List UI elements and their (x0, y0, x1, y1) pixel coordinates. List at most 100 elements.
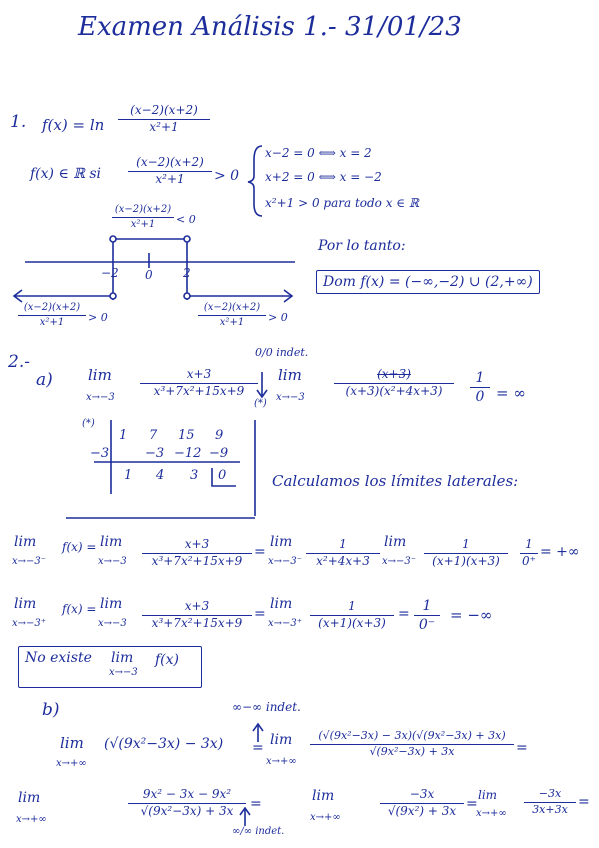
lim-b3: lim (18, 790, 41, 806)
fraction-denominator: √(9x²−3x) + 3x (140, 803, 234, 818)
lim-b4: lim (312, 788, 335, 804)
ruffini-root: −3 (90, 446, 110, 461)
lim-b3-sub: x→+∞ (16, 814, 47, 825)
lim-right-3: lim (270, 596, 293, 612)
fraction-numerator: x+3 (186, 367, 212, 381)
ruffini-bot-4: 0 (218, 468, 227, 483)
fraction-numerator: (x+3) (377, 367, 411, 381)
tick-label-minus-2: −2 (101, 266, 119, 280)
condition-gt: > 0 (214, 168, 240, 184)
lim-left-sub: x→−3⁻ (12, 556, 47, 567)
tick-label-2: 2 (183, 266, 191, 280)
part-b-label: b) (42, 700, 60, 720)
laterales-text: Calculamos los límites laterales: (272, 472, 519, 490)
fraction-numerator: (x−2)(x+2) (23, 302, 81, 313)
lim-left-fx: f(x) = (62, 540, 97, 554)
ruffini-star: (*) (82, 418, 95, 429)
lim-b-expr: (√(9x²−3x) − 3x) (104, 736, 224, 752)
fraction-numerator: (x−2)(x+2) (114, 204, 172, 215)
lim-left-fraction: x+3 x³+7x²+15x+9 (142, 537, 252, 569)
fraction-denominator: √(9x²−3x) + 3x (369, 744, 455, 758)
one-over-zero-plus: 1 0⁺ (520, 537, 538, 569)
ruffini-mid-3: −9 (209, 446, 229, 461)
indet-inf-minus-inf: ∞−∞ indet. (232, 700, 301, 714)
no-existe-sub: x→−3 (109, 667, 138, 678)
fraction-numerator: 1 (462, 537, 470, 551)
fraction-denominator: x³+7x²+15x+9 (153, 383, 245, 398)
fraction-numerator: (√(9x²−3x) − 3x)(√(9x²−3x) + 3x) (318, 729, 506, 742)
lim-a2: lim (278, 366, 302, 384)
star-mark: (*) (254, 398, 267, 409)
lim-right-2-sub: x→−3 (98, 618, 127, 629)
conclusion-text: Por lo tanto: (318, 238, 406, 254)
ruffini-top-1: 1 (119, 428, 128, 443)
fraction-numerator: (x−2)(x+2) (203, 302, 261, 313)
ruffini-top-4: 9 (215, 428, 224, 443)
fraction-denominator: 3x+3x (532, 802, 568, 816)
fraction-denominator: x²+1 (130, 218, 156, 230)
lim-left-2-sub: x→−3 (98, 556, 127, 567)
lim-b2-sub: x→+∞ (266, 756, 297, 767)
one-over-zero: 1 0 (470, 370, 490, 405)
middle-interval-fraction: (x−2)(x+2) x²+1 (112, 204, 174, 230)
fraction-numerator: −3x (538, 787, 562, 800)
lim-a2-sub: x→−3 (276, 392, 305, 403)
lim-right-fraction-2: 1 (x+1)(x+3) (310, 599, 394, 631)
lim-left-2: lim (100, 534, 123, 550)
radical-fraction: −3x √(9x²) + 3x (380, 787, 464, 819)
no-existe-lim: lim (111, 650, 134, 666)
fraction-denominator: 0 (475, 389, 485, 406)
fraction-denominator: (x+1)(x+3) (432, 553, 500, 568)
limit-a-fraction: x+3 x³+7x²+15x+9 (140, 367, 258, 399)
lim-right-fx: f(x) = (62, 602, 97, 616)
problem-2-number: 2.- (8, 352, 30, 372)
lim-left: lim (14, 534, 37, 550)
middle-interval-sign: < 0 (176, 213, 196, 226)
lim-left-4-sub: x→−3⁻ (382, 556, 417, 567)
lim-left-4: lim (384, 534, 407, 550)
lim-right-3-sub: x→−3⁺ (268, 618, 303, 629)
no-existe-fx: f(x) (155, 652, 180, 668)
fraction-denominator: 0⁺ (522, 553, 536, 568)
fraction-denominator: (x+1)(x+3) (318, 615, 386, 630)
lim-right: lim (14, 596, 37, 612)
right-region-fraction: (x−2)(x+2) x²+1 (198, 302, 266, 328)
condition-fraction: (x−2)(x+2) x²+1 (128, 155, 212, 187)
lim-right-sub: x→−3⁺ (12, 618, 47, 629)
problem-1-number: 1. (10, 112, 27, 132)
lim-b: lim (60, 734, 84, 752)
final-fraction: −3x 3x+3x (524, 787, 576, 816)
fraction-denominator: x³+7x²+15x+9 (151, 615, 243, 630)
fraction-numerator: 1 (525, 537, 533, 551)
fraction-denominator: x²+1 (155, 171, 185, 186)
function-definition: f(x) = ln (42, 116, 105, 134)
ruffini-mid-1: −3 (145, 446, 165, 461)
fraction-numerator: 1 (339, 537, 347, 551)
fraction-numerator: 1 (422, 598, 432, 614)
page-title: Examen Análisis 1.- 31/01/23 (78, 12, 462, 42)
case-1: x−2 = 0 ⟺ x = 2 (265, 146, 372, 160)
lim-b-sub: x→+∞ (56, 758, 87, 769)
fraction-numerator: −3x (409, 787, 435, 801)
ruffini-top-2: 7 (149, 428, 158, 443)
lim-right-fraction: x+3 x³+7x²+15x+9 (142, 599, 252, 631)
lim-b5-sub: x→+∞ (476, 808, 507, 819)
tick-label-0: 0 (145, 268, 153, 282)
domain-result-box: Dom f(x) = (−∞,−2) ∪ (2,+∞) (316, 270, 540, 294)
fraction-numerator: (x−2)(x+2) (130, 103, 198, 117)
one-over-zero-minus: 1 0⁻ (414, 598, 440, 633)
result-inf: = ∞ (496, 384, 526, 402)
ruffini-bot-1: 1 (124, 468, 133, 483)
part-a-label: a) (36, 370, 53, 390)
fraction-denominator: x³+7x²+15x+9 (151, 553, 243, 568)
fraction-denominator: x²+1 (219, 316, 245, 328)
lim-a-sub: x→−3 (86, 392, 115, 403)
fraction-numerator: x+3 (184, 537, 210, 551)
fraction-denominator: (x+3)(x²+4x+3) (345, 383, 443, 398)
condition-lhs: f(x) ∈ ℝ si (30, 166, 102, 182)
lim-b5: lim (478, 788, 498, 802)
lim-left-3-sub: x→−3⁻ (268, 556, 303, 567)
fraction-denominator: x²+1 (39, 316, 65, 328)
simplified-fraction: (x+3) (x+3)(x²+4x+3) (334, 367, 454, 399)
